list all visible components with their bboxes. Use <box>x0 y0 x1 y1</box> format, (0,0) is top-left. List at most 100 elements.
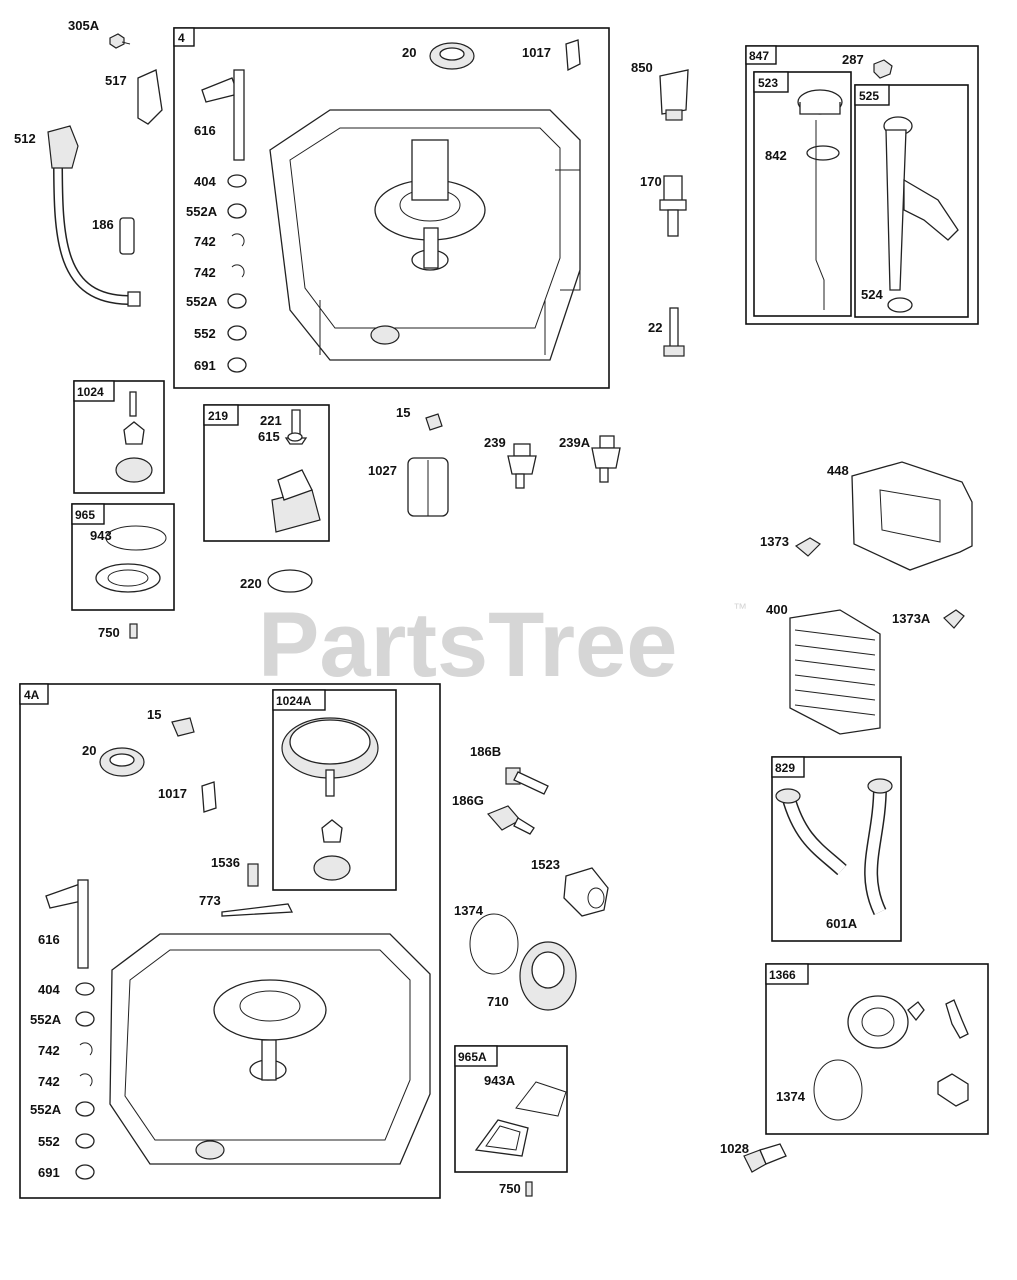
callout-404: 404 <box>194 174 216 189</box>
callout-552A: 552A <box>186 294 218 309</box>
cover-710-icon <box>519 941 577 1011</box>
oring-1374-lower-icon <box>813 1059 863 1121</box>
callout-1374: 1374 <box>454 903 484 918</box>
group-847[interactable]: 847 <box>745 45 979 325</box>
callout-750: 750 <box>499 1181 521 1196</box>
switch-239A-icon <box>591 435 621 483</box>
group-219[interactable]: 219 <box>203 404 330 542</box>
oring-943-icon <box>105 525 167 551</box>
callout-850: 850 <box>631 60 653 75</box>
governor-gear-219-icon <box>271 469 321 533</box>
cover-965-icon <box>95 563 161 593</box>
group-525-tag: 525 <box>859 89 879 103</box>
callout-1017: 1017 <box>158 786 187 801</box>
bracket-1017-icon <box>565 39 581 72</box>
callout-943: 943 <box>90 528 112 543</box>
bolt-22-icon <box>663 307 685 357</box>
callout-20: 20 <box>82 743 96 758</box>
callout-742: 742 <box>38 1074 60 1089</box>
callout-220: 220 <box>240 576 262 591</box>
callout-742: 742 <box>194 234 216 249</box>
gasket-943A-icon <box>515 1081 567 1117</box>
adapter-1366-icon <box>847 995 925 1049</box>
stud-170-icon <box>659 175 687 237</box>
sump-housing-4A-icon <box>109 933 431 1165</box>
callout-1523: 1523 <box>531 857 560 872</box>
group-4A[interactable]: 4A <box>19 683 441 1199</box>
clip-517-icon <box>137 69 163 125</box>
group-4A-tag: 4A <box>24 688 40 702</box>
callout-742: 742 <box>194 265 216 280</box>
callout-691: 691 <box>194 358 216 373</box>
o-rings-column-4-icon <box>227 174 247 373</box>
callout-691: 691 <box>38 1165 60 1180</box>
oil-seal-20-lower-icon <box>99 747 145 777</box>
callout-20: 20 <box>402 45 416 60</box>
group-4-tag: 4 <box>178 31 185 45</box>
callout-221: 221 <box>260 413 282 428</box>
sealant-850-icon <box>659 69 689 121</box>
callout-239A: 239A <box>559 435 591 450</box>
callout-552A: 552A <box>30 1012 62 1027</box>
screw-750-lower-icon <box>525 1181 533 1197</box>
callout-15: 15 <box>147 707 161 722</box>
screw-1373A-icon <box>943 609 965 629</box>
callout-1536: 1536 <box>211 855 240 870</box>
callout-750: 750 <box>98 625 120 640</box>
callout-1374: 1374 <box>776 1089 806 1104</box>
plug-15-top-icon <box>425 413 443 431</box>
watermark-text: PartsTree <box>258 594 677 696</box>
callout-1373: 1373 <box>760 534 789 549</box>
group-1024A[interactable]: 1024A <box>272 689 397 891</box>
dipstick-616-lower-icon <box>45 879 89 969</box>
fitting-1366-elbow-icon <box>937 999 969 1107</box>
screw-750-icon <box>129 623 138 639</box>
callout-404: 404 <box>38 982 60 997</box>
callout-448: 448 <box>827 463 849 478</box>
oil-filter-1027-icon <box>407 457 449 517</box>
plug-15-lower-icon <box>171 717 195 737</box>
cover-965A-icon <box>474 1119 529 1157</box>
callout-400: 400 <box>766 602 788 617</box>
callout-170: 170 <box>640 174 662 189</box>
group-523[interactable]: 523 <box>753 71 852 317</box>
valve-220-icon <box>267 569 313 593</box>
callout-552: 552 <box>194 326 216 341</box>
fill-tube-525-icon <box>883 116 959 313</box>
callout-710: 710 <box>487 994 509 1009</box>
group-1024-tag: 1024 <box>77 385 104 399</box>
callout-616: 616 <box>194 123 216 138</box>
oil-cooler-400-icon <box>789 609 881 735</box>
screw-1373-icon <box>794 537 821 557</box>
group-1366[interactable]: 1366 <box>765 963 989 1135</box>
callout-512: 512 <box>14 131 36 146</box>
callout-615: 615 <box>258 429 280 444</box>
group-965A[interactable]: 965A <box>454 1045 568 1173</box>
group-525[interactable]: 525 <box>854 84 969 318</box>
callout-552A: 552A <box>30 1102 62 1117</box>
callout-186B: 186B <box>470 744 501 759</box>
cam-gear-1024A-icon <box>281 717 379 881</box>
hoses-829-icon <box>775 778 893 916</box>
screw-1536-icon <box>247 863 259 887</box>
callout-943A: 943A <box>484 1073 516 1088</box>
group-523-tag: 523 <box>758 76 778 90</box>
fitting-186G-icon <box>486 805 535 835</box>
callout-239: 239 <box>484 435 506 450</box>
callout-15: 15 <box>396 405 410 420</box>
group-1024A-tag: 1024A <box>276 694 312 708</box>
governor-1024-icon <box>115 391 153 483</box>
callout-1028: 1028 <box>720 1141 749 1156</box>
fitting-186-icon <box>119 217 135 255</box>
group-965A-tag: 965A <box>458 1050 487 1064</box>
group-1366-tag: 1366 <box>769 968 796 982</box>
callout-1027: 1027 <box>368 463 397 478</box>
screw-287-icon <box>873 59 893 79</box>
fitting-186B-icon <box>505 767 549 795</box>
group-965[interactable]: 965 <box>71 503 175 611</box>
group-829[interactable]: 829 <box>771 756 902 942</box>
callout-552A: 552A <box>186 204 218 219</box>
group-1024[interactable]: 1024 <box>73 380 165 494</box>
group-4[interactable]: 4 <box>173 27 610 389</box>
